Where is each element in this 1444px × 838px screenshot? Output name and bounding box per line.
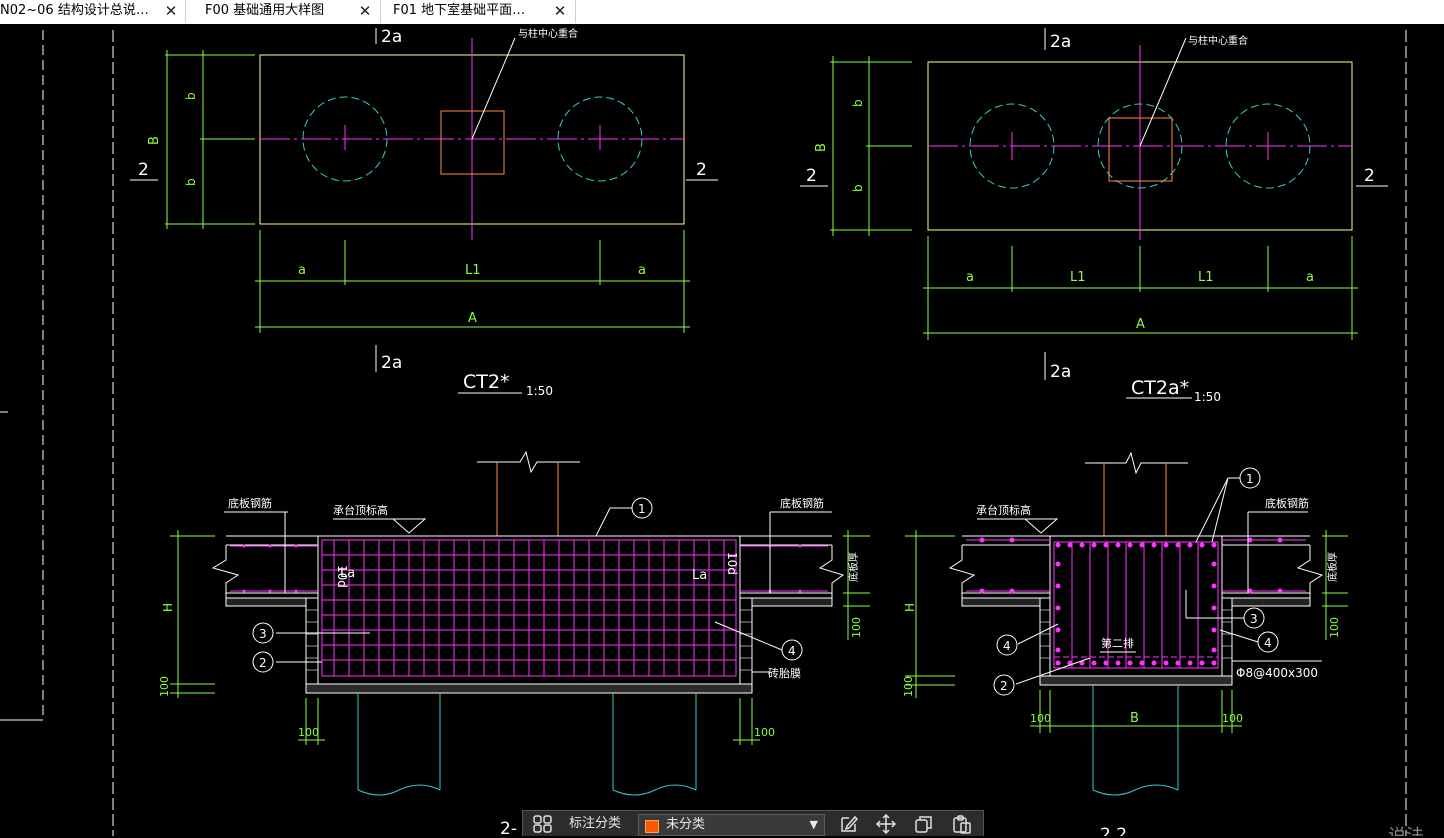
dim-a-right: a [638, 263, 646, 278]
lap-La-right: La [692, 568, 707, 583]
dim-100-cushion: 100 [902, 676, 915, 697]
label-top-elevation: 承台顶标高 [976, 503, 1031, 517]
dim-100-wall-left: 100 [1030, 712, 1051, 725]
pile-cap-plan-ct2a: 2a 2a 2 2 与柱中心重合 b b B a L1 L1 a A CT2a [800, 28, 1388, 404]
label-brick-formwork: 砖胎膜 [768, 666, 801, 680]
close-icon[interactable]: ✕ [164, 2, 178, 20]
section-mark-left: 2 [806, 166, 817, 186]
dim-b-upper: b [851, 99, 865, 107]
callout-4-left: 4 [1003, 639, 1011, 653]
lap-La-left: La [340, 566, 355, 581]
section-mark-fragment: 2 2 [1100, 825, 1127, 836]
tab-label: F01 地下室基础平面… [393, 3, 526, 18]
drawing-frame [0, 30, 1407, 836]
move-icon[interactable] [875, 813, 897, 835]
section-mark-fragment: 2- [500, 819, 517, 836]
label-slab-rebar-right: 底板钢筋 [1265, 496, 1309, 510]
dim-L1-left: L1 [1070, 270, 1086, 285]
tab-label: N02~06 结构设计总说… [0, 3, 149, 18]
dim-a-right: a [1306, 270, 1314, 285]
dim-A: A [468, 311, 477, 326]
dim-b-lower: b [184, 178, 198, 186]
lap-10d-right: 10d [725, 552, 739, 575]
corner-text-fragment: 说法 [1388, 826, 1424, 836]
callout-4: 4 [788, 644, 796, 658]
dim-B: B [147, 136, 162, 145]
section-mark-bottom: 2a [381, 353, 402, 373]
close-icon[interactable]: ✕ [553, 2, 567, 20]
detail-scale: 1:50 [1194, 390, 1221, 404]
edit-icon[interactable] [838, 814, 860, 834]
dim-B: B [814, 143, 829, 152]
label-slab-rebar-left: 底板钢筋 [228, 496, 272, 510]
callout-2: 2 [259, 656, 267, 670]
dim-L1: L1 [465, 263, 481, 278]
chevron-down-icon[interactable]: ▼ [809, 818, 818, 831]
tab-f01[interactable]: F01 地下室基础平面… ✕ [381, 0, 576, 23]
selected-category: 未分类 [666, 817, 706, 832]
dim-A: A [1136, 317, 1145, 332]
section-mark-top: 2a [381, 27, 402, 47]
tab-label: F00 基础通用大样图 [205, 3, 325, 18]
pile-cap-section-right: 1 3 4 4 2 承台顶标高 底板钢筋 底板厚 第二排 Φ8@400x300 … [902, 451, 1348, 796]
dim-H: H [161, 603, 175, 612]
section-mark-left: 2 [138, 160, 149, 180]
column-center-note: 与柱中心重合 [1188, 34, 1248, 47]
section-mark-bottom: 2a [1050, 362, 1071, 382]
callout-2: 2 [1000, 679, 1008, 693]
lap-10d-left: 10d [335, 565, 349, 588]
detail-title: CT2a* [1131, 377, 1189, 399]
label-slab-thickness: 底板厚 [1326, 552, 1339, 582]
pile-cap-plan-ct2: 2a 2a 2 2 与柱中心重合 b b B a L1 a A CT2* [130, 27, 718, 398]
dim-100-wall-right: 100 [754, 726, 775, 739]
callout-3: 3 [259, 627, 267, 641]
rebar-note: Φ8@400x300 [1236, 666, 1318, 680]
label-slab-thickness: 底板厚 [847, 552, 860, 582]
dim-100-wall-right: 100 [1222, 712, 1243, 725]
dim-a-left: a [966, 270, 974, 285]
dim-100-slab: 100 [850, 617, 863, 638]
tab-f00[interactable]: F00 基础通用大样图 ✕ [186, 0, 381, 23]
paste-icon[interactable] [951, 814, 973, 834]
close-icon[interactable]: ✕ [358, 2, 372, 20]
section-mark-top: 2a [1050, 32, 1071, 52]
section-mark-right: 2 [1364, 166, 1375, 186]
callout-1: 1 [638, 502, 646, 516]
detail-title: CT2* [463, 371, 509, 393]
dim-100-slab: 100 [1328, 617, 1341, 638]
dim-100-cushion: 100 [158, 676, 171, 697]
pile-cap-section-left: 1 3 2 4 底板钢筋 承台顶标高 底板钢筋 底板厚 砖胎膜 10d La L… [158, 450, 870, 796]
category-color-swatch [645, 820, 659, 833]
callout-1: 1 [1246, 472, 1254, 486]
document-tab-bar: N02~06 结构设计总说… ✕ F00 基础通用大样图 ✕ F01 地下室基础… [0, 0, 1444, 25]
cad-drawing-canvas[interactable]: 2a 2a 2 2 与柱中心重合 b b B a L1 a A CT2* [0, 24, 1444, 836]
annotation-category-label: 标注分类 [569, 816, 622, 831]
dim-a-left: a [298, 263, 306, 278]
dim-H: H [903, 603, 917, 612]
column-center-note: 与柱中心重合 [518, 27, 578, 40]
dim-B: B [1130, 711, 1139, 726]
dim-100-wall-left: 100 [298, 726, 319, 739]
dim-b-lower: b [851, 184, 865, 192]
label-top-elevation: 承台顶标高 [333, 503, 388, 517]
label-slab-rebar-right: 底板钢筋 [780, 496, 824, 510]
detail-scale: 1:50 [526, 384, 553, 398]
grid-icon[interactable] [532, 814, 554, 834]
section-mark-right: 2 [696, 160, 707, 180]
label-second-row: 第二排 [1101, 636, 1134, 650]
copy-icon[interactable] [913, 814, 935, 834]
callout-3: 3 [1250, 612, 1258, 626]
annotation-category-select[interactable]: 未分类 ▼ [638, 814, 825, 836]
tab-n02-06[interactable]: N02~06 结构设计总说… ✕ [0, 0, 186, 23]
callout-4-right: 4 [1264, 636, 1272, 650]
annotation-category-toolbar: 标注分类 未分类 ▼ [522, 810, 984, 836]
dim-L1-right: L1 [1198, 270, 1214, 285]
dim-b-upper: b [184, 92, 198, 100]
